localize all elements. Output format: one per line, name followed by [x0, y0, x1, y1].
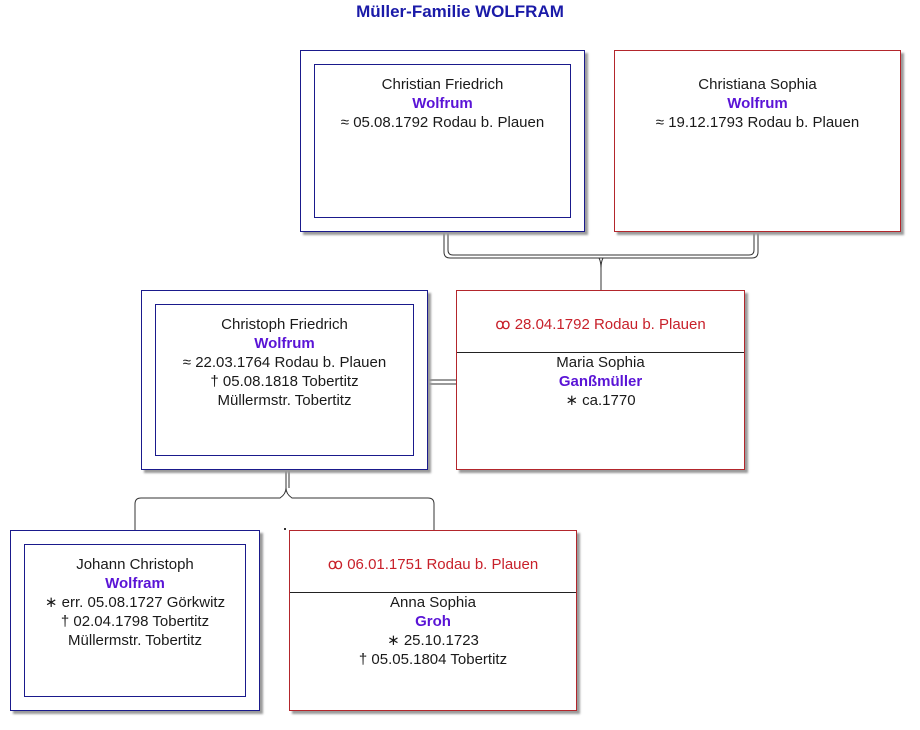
death-date: † 05.05.1804 Tobertitz: [358, 651, 508, 668]
marker-dot: [284, 528, 286, 530]
birth-date: ∗ err. 05.08.1727 Görkwitz: [44, 594, 226, 611]
person-details: Anna Sophia Groh ∗ 25.10.1723 † 05.05.18…: [290, 593, 576, 669]
surname: Wolfrum: [727, 95, 788, 112]
person-details: Christoph Friedrich Wolfrum ≈ 22.03.1764…: [142, 315, 427, 410]
given-name: Christian Friedrich: [381, 76, 504, 93]
baptism-date: ≈ 19.12.1793 Rodau b. Plauen: [655, 114, 860, 131]
given-name: Anna Sophia: [390, 594, 476, 611]
birth-date: ∗ ca.1770: [565, 392, 636, 409]
death-date: † 02.04.1798 Tobertitz: [60, 613, 210, 630]
surname: Groh: [415, 613, 451, 630]
person-card-christian-friedrich[interactable]: Christian Friedrich Wolfrum ≈ 05.08.1792…: [300, 50, 585, 232]
person-card-maria-sophia[interactable]: ꝏ 28.04.1792 Rodau b. Plauen Maria Sophi…: [456, 290, 745, 470]
surname: Wolfrum: [412, 95, 473, 112]
marriage-date: ꝏ 06.01.1751 Rodau b. Plauen: [327, 556, 539, 573]
given-name: Christiana Sophia: [698, 76, 817, 93]
birth-date: ∗ 25.10.1723: [387, 632, 479, 649]
death-date: † 05.08.1818 Tobertitz: [210, 373, 359, 390]
person-card-johann-christoph[interactable]: Johann Christoph Wolfram ∗ err. 05.08.17…: [10, 530, 260, 711]
page-title: Müller-Familie WOLFRAM: [356, 2, 564, 21]
occupation: Müllermstr. Tobertitz: [217, 392, 352, 409]
person-details: Christiana Sophia Wolfrum ≈ 19.12.1793 R…: [615, 75, 900, 132]
given-name: Christoph Friedrich: [221, 316, 348, 333]
surname: Ganßmüller: [558, 373, 643, 390]
person-details: Christian Friedrich Wolfrum ≈ 05.08.1792…: [301, 75, 584, 132]
person-card-inner-frame: [314, 64, 571, 218]
baptism-date: ≈ 22.03.1764 Rodau b. Plauen: [182, 354, 387, 371]
divider: [290, 592, 576, 593]
surname: Wolfram: [105, 575, 165, 592]
person-card-anna-sophia[interactable]: ꝏ 06.01.1751 Rodau b. Plauen Anna Sophia…: [289, 530, 577, 711]
person-card-christoph-friedrich[interactable]: Christoph Friedrich Wolfrum ≈ 22.03.1764…: [141, 290, 428, 470]
person-card-inner-frame: [24, 544, 246, 697]
occupation: Müllermstr. Tobertitz: [68, 632, 202, 649]
marriage-date: ꝏ 28.04.1792 Rodau b. Plauen: [495, 316, 706, 333]
person-details: Johann Christoph Wolfram ∗ err. 05.08.17…: [11, 555, 259, 650]
person-card-inner-frame: [155, 304, 414, 456]
surname: Wolfrum: [254, 335, 315, 352]
person-details: Maria Sophia Ganßmüller ∗ ca.1770: [457, 353, 744, 410]
baptism-date: ≈ 05.08.1792 Rodau b. Plauen: [340, 114, 545, 131]
given-name: Maria Sophia: [556, 354, 645, 371]
divider: [457, 352, 744, 353]
person-card-christiana-sophia[interactable]: Christiana Sophia Wolfrum ≈ 19.12.1793 R…: [614, 50, 901, 232]
given-name: Johann Christoph: [76, 556, 194, 573]
